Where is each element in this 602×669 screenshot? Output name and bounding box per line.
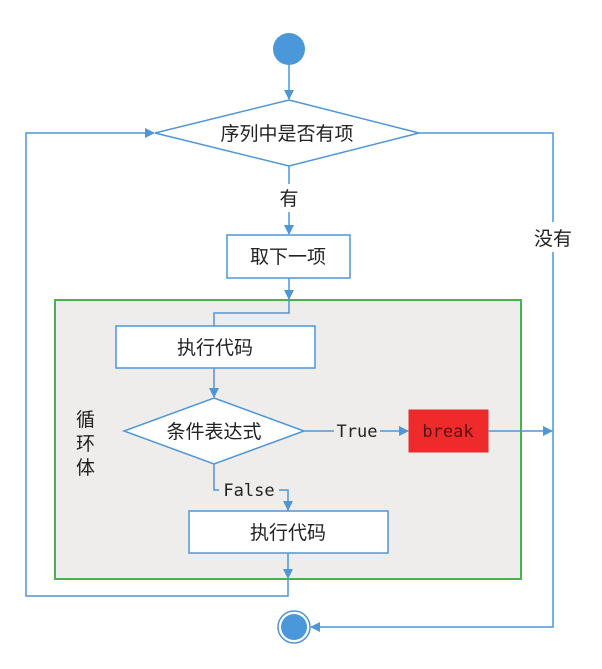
edge-condition-false: [213, 464, 219, 491]
exec2-label: 执行代码: [250, 522, 326, 544]
start-node: [273, 33, 305, 65]
edge-no-label: 没有: [534, 228, 572, 250]
check-decision-label: 序列中是否有项: [220, 123, 353, 145]
next-item-label: 取下一项: [250, 246, 326, 268]
edge-check-no-upper: [419, 132, 554, 222]
edge-false-label: False: [223, 481, 274, 501]
loop-body-label-char-1: 循: [76, 409, 95, 431]
loop-body-label-char-3: 体: [76, 457, 95, 479]
end-node: [281, 614, 307, 640]
condition-decision-label: 条件表达式: [166, 421, 261, 443]
edge-true-label: True: [337, 422, 378, 442]
edge-loop-back: [25, 128, 289, 597]
edge-check-no-lower: [310, 252, 554, 632]
break-box: [408, 409, 489, 453]
break-label: break: [422, 422, 473, 442]
loop-body-label: 循 环 体: [76, 409, 95, 479]
loop-body-label-char-2: 环: [76, 433, 95, 455]
edge-false-exec2: [279, 489, 293, 511]
edge-yes-label: 有: [279, 188, 298, 210]
exec1-label: 执行代码: [177, 337, 253, 359]
edge-body-exec1: [213, 300, 290, 326]
exec2-box: [188, 510, 389, 554]
exec1-box: [115, 325, 316, 369]
